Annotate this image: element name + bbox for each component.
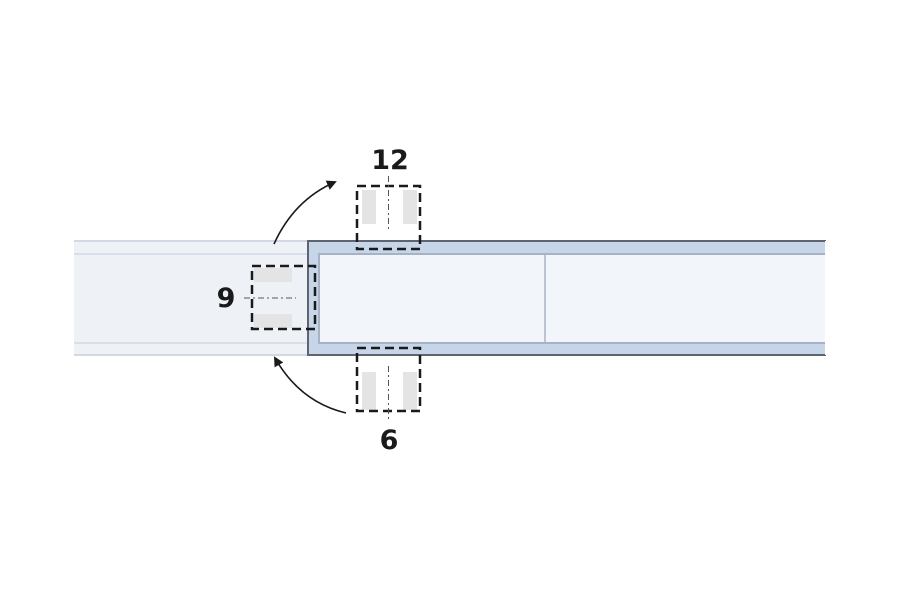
channel-frame — [307, 240, 827, 356]
marker-top — [355, 176, 422, 251]
marker-bottom — [355, 346, 422, 420]
marker-left — [244, 264, 317, 331]
label-6: 6 — [380, 425, 399, 456]
channel-inner — [318, 253, 827, 344]
curved-arrow-up-icon — [273, 180, 337, 245]
label-12: 12 — [371, 145, 409, 176]
label-9: 9 — [217, 283, 236, 314]
curved-arrow-down-icon — [274, 356, 347, 414]
